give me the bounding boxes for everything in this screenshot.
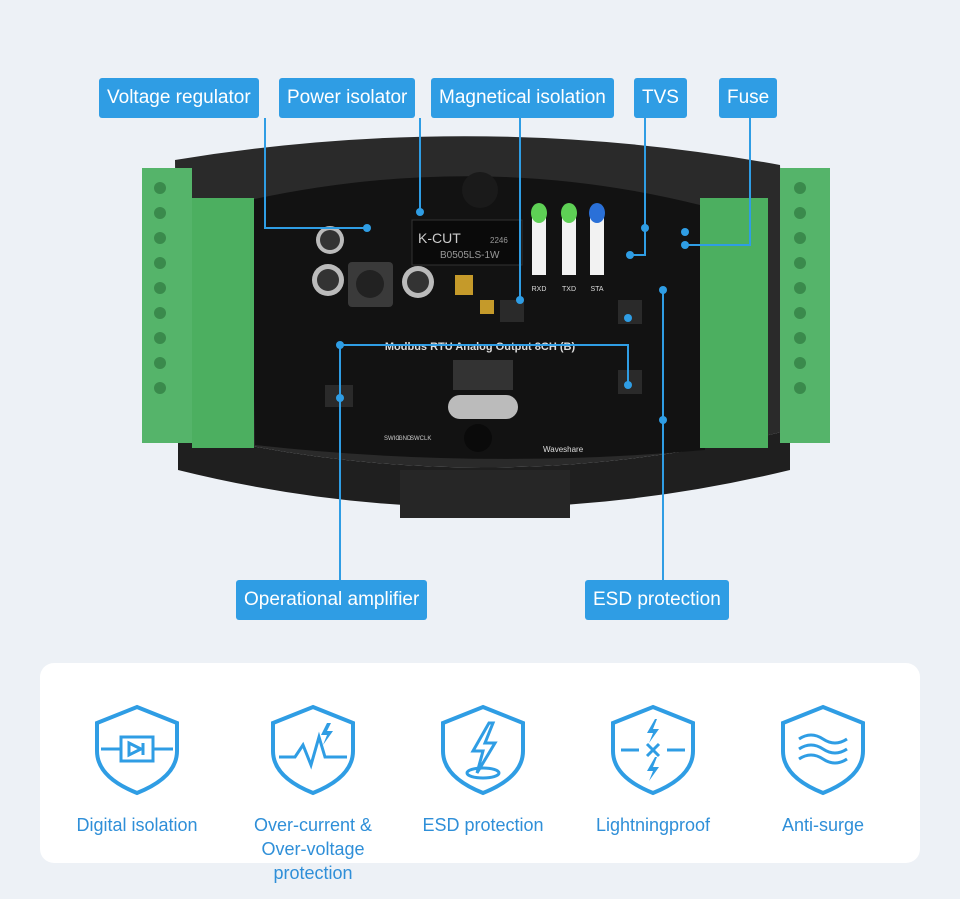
esd-protection-icon: [441, 704, 525, 796]
callout-magnetical-isolation: Magnetical isolation: [431, 78, 614, 118]
callout-power-isolator: Power isolator: [279, 78, 416, 118]
terminal-left: [142, 168, 192, 443]
feature-label: Lightningproof: [595, 815, 711, 835]
feature-label: ESD protection: [422, 815, 544, 835]
feature-digital-isolation: Digital isolation: [47, 701, 227, 837]
feature-label-line1: Over-current &: [253, 815, 373, 835]
module-brand-text: K-CUT: [418, 230, 461, 246]
callout-tvs: TVS: [634, 78, 687, 118]
feature-label: Digital isolation: [76, 815, 198, 835]
callout-fuse: Fuse: [719, 78, 778, 118]
enclosure-bottom: [178, 430, 790, 508]
feature-anti-surge: Anti-surge: [733, 701, 913, 837]
module-part-text: B0505LS-1W: [440, 250, 500, 261]
feature-label-line2: Over-voltage protection: [261, 839, 365, 883]
callout-operational-amplifier: Operational amplifier: [236, 580, 428, 620]
feature-esd-protection: ESD protection: [393, 701, 573, 837]
led-rxd-label: RXD: [532, 286, 547, 293]
features-card: Digital isolation Over-current & Over-vol…: [40, 663, 920, 883]
feature-label: Over-current & Over-voltage protection: [223, 813, 403, 885]
feature-lightningproof: Lightningproof: [563, 701, 743, 837]
terminal-right: [780, 168, 830, 443]
feature-over-current: Over-current & Over-voltage protection: [223, 701, 403, 885]
over-current-icon: [271, 704, 355, 796]
led-sta-label: STA: [590, 286, 603, 293]
board-title: Modbus RTU Analog Output 8CH (B): [385, 341, 576, 353]
pin-gnd-label: GND: [398, 436, 412, 442]
module-code-text: 2246: [490, 236, 508, 245]
brand-text: Waveshare: [543, 445, 584, 454]
board-illustration: K-CUT 2246 B0505LS-1W RXD TXD STA Modbus…: [142, 118, 830, 580]
lightning-icon: [611, 704, 695, 796]
callout-voltage-regulator: Voltage regulator: [99, 78, 259, 118]
led-txd-label: TXD: [562, 286, 576, 293]
pin-swclk-label: SWCLK: [410, 436, 431, 442]
pin-swio-label: SWIO: [384, 436, 400, 442]
feature-label: Anti-surge: [781, 815, 865, 835]
anti-surge-icon: [781, 704, 865, 796]
digital-isolation-icon: [95, 704, 179, 796]
callout-esd-protection: ESD protection: [585, 580, 729, 620]
isolation-module: [411, 219, 523, 266]
